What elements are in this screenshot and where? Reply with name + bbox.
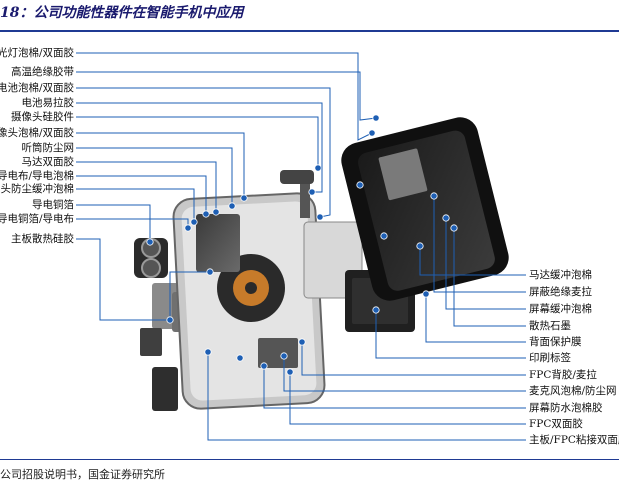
leader-line — [76, 53, 372, 140]
callout-dot — [373, 115, 379, 121]
label-board-silicone: 主板散热硅胶 — [11, 233, 74, 245]
leader-line — [76, 219, 188, 228]
label-camera-foam: 摄像头泡棉/双面胶 — [0, 127, 74, 139]
label-graphite: 散热石墨 — [529, 320, 571, 332]
callout-dot — [241, 195, 247, 201]
callout-dot — [423, 291, 429, 297]
callout-dot — [357, 182, 363, 188]
callout-dot — [417, 243, 423, 249]
callout-dot — [185, 225, 191, 231]
callout-dot — [237, 355, 243, 361]
label-screen-foam: 屏幕缓冲泡棉 — [529, 303, 592, 315]
label-printed-tag: 印刷标签 — [529, 352, 571, 364]
label-back-film: 背面保护膜 — [529, 336, 582, 348]
label-screen-waterproof: 屏幕防水泡棉胶 — [529, 402, 603, 414]
label-battery-conductive: 电池导电布/导电泡棉 — [0, 170, 74, 182]
leader-line — [426, 294, 526, 342]
leader-line — [290, 372, 526, 424]
label-shield-mylar: 屏蔽绝缘麦拉 — [529, 286, 592, 298]
leader-line — [76, 72, 376, 120]
callout-dot — [431, 193, 437, 199]
callout-dot — [451, 225, 457, 231]
label-high-temp-tape: 高温绝缘胶带 — [11, 66, 74, 78]
label-flash-foam: 闪光灯泡棉/双面胶 — [0, 47, 74, 59]
callout-dot — [369, 130, 375, 136]
label-motor-tape: 马达双面胶 — [22, 156, 75, 168]
callout-dot — [261, 363, 267, 369]
callout-dot — [299, 339, 305, 345]
callout-dot — [315, 165, 321, 171]
label-board-fpc-tape: 主板/FPC粘接双面胶 — [529, 434, 619, 446]
callout-dot — [373, 307, 379, 313]
label-mic-foam: 麦克风泡棉/防尘网 — [529, 385, 617, 397]
callout-dot — [381, 233, 387, 239]
leader-line — [76, 133, 244, 198]
label-copper-fabric: 导电铜箔/导电布 — [0, 213, 74, 225]
callout-dot — [309, 189, 315, 195]
callout-dot — [167, 317, 173, 323]
label-fpc-mylar: FPC背胶/麦拉 — [529, 369, 597, 381]
label-camera-dust-foam: 摄像头防尘缓冲泡棉 — [0, 183, 74, 195]
label-camera-silicone: 摄像头硅胶件 — [11, 111, 74, 123]
label-battery-foam: 电池泡棉/双面胶 — [0, 82, 74, 94]
callout-dot — [287, 369, 293, 375]
callout-dot — [281, 353, 287, 359]
leader-line — [76, 117, 318, 168]
callout-dot — [147, 239, 153, 245]
callout-dot — [205, 349, 211, 355]
callout-dot — [443, 215, 449, 221]
label-motor-foam: 马达缓冲泡棉 — [529, 269, 592, 281]
callout-dot — [317, 214, 323, 220]
callout-dot — [213, 209, 219, 215]
label-receiver-mesh: 听筒防尘网 — [22, 142, 75, 154]
source-note: 公司招股说明书，国金证券研究所 — [0, 466, 165, 482]
label-copper-foil: 导电铜箔 — [32, 199, 74, 211]
callout-dot — [229, 203, 235, 209]
label-battery-pull-tape: 电池易拉胶 — [22, 97, 75, 109]
callout-dot — [191, 219, 197, 225]
callout-dot — [203, 211, 209, 217]
callout-dot — [207, 269, 213, 275]
leader-line — [76, 205, 150, 242]
label-fpc-tape: FPC双面胶 — [529, 418, 583, 430]
footer-divider — [0, 459, 619, 460]
